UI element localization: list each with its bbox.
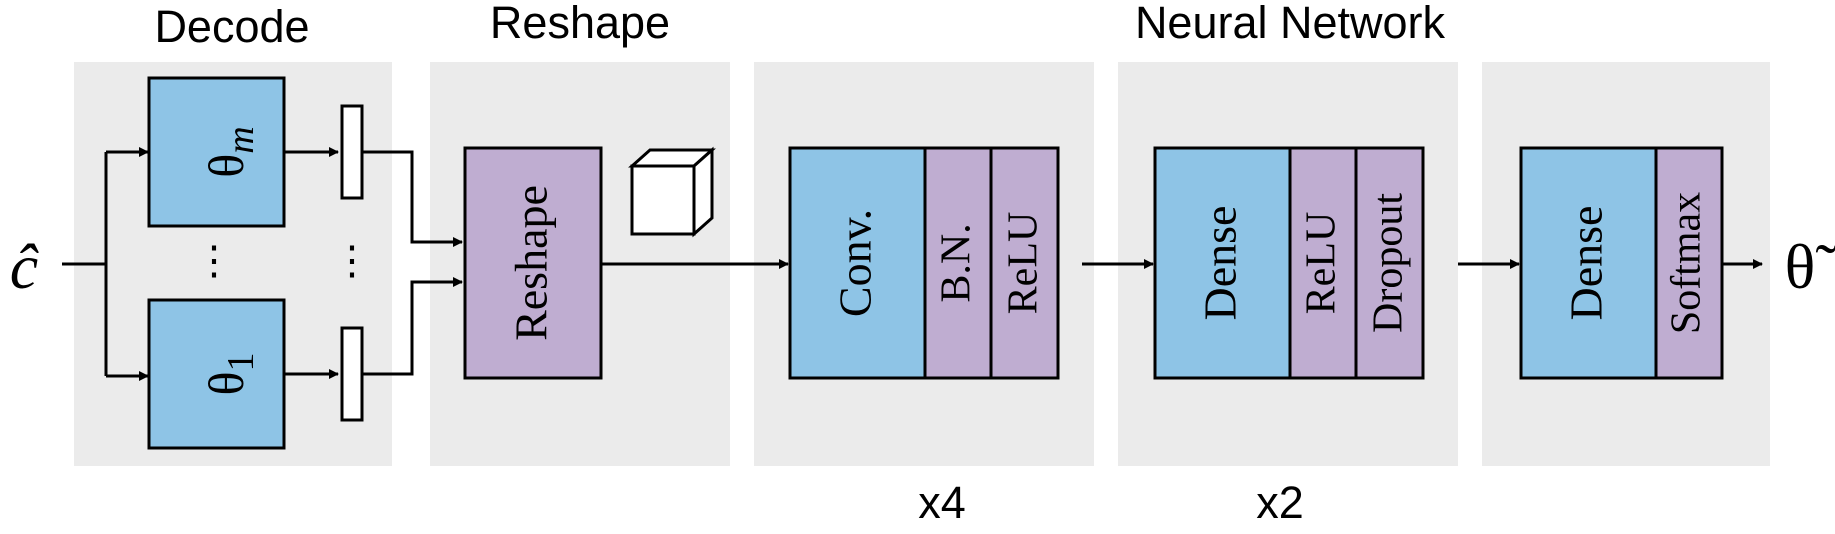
svg-text:θ1: θ1	[198, 353, 261, 396]
relu1-label: ReLU	[1001, 212, 1047, 315]
dropout-block	[1354, 146, 1425, 380]
input-label: ĉ	[10, 231, 39, 302]
dense1-label-group: Dense	[1195, 206, 1246, 321]
vector-bottom	[340, 326, 364, 422]
conv-label: Conv.	[830, 209, 881, 317]
dropout-label: Dropout	[1366, 193, 1412, 333]
neural-network-title: Neural Network	[1135, 0, 1446, 48]
bn-block	[923, 146, 993, 380]
theta-1-block	[147, 298, 286, 450]
dense-repeat-label: x2	[1256, 477, 1304, 528]
dense2-label-group: Dense	[1561, 206, 1612, 321]
theta-m-block	[147, 76, 286, 228]
svg-text:θm: θm	[198, 126, 261, 177]
theta-m-subscript: m	[220, 126, 262, 153]
bn-label: B.N.	[934, 223, 980, 302]
relu2-label: ReLU	[1299, 212, 1345, 315]
conv-label-group: Conv.	[830, 209, 881, 317]
dense2-block	[1519, 146, 1658, 380]
dropout-label-group: Dropout	[1366, 193, 1412, 333]
arrow-vector-bottom-to-reshape	[362, 277, 463, 376]
relu2-label-group: ReLU	[1299, 212, 1345, 315]
bn-label-group: B.N.	[934, 223, 980, 302]
cube-icon	[628, 146, 716, 238]
softmax-label: Softmax	[1664, 192, 1710, 334]
theta-m-label: θm	[198, 126, 261, 177]
relu1-label-group: ReLU	[1001, 212, 1047, 315]
theta-1-symbol: θ	[198, 372, 254, 396]
theta-1-subscript: 1	[220, 353, 262, 372]
decode-title: Decode	[154, 1, 309, 52]
dense1-block	[1153, 146, 1292, 380]
reshape-label-group: Reshape	[506, 185, 557, 341]
output-label: θ̃	[1785, 231, 1835, 302]
dense1-label: Dense	[1195, 206, 1246, 321]
arrow-vector-top-to-reshape	[362, 150, 463, 247]
reshape-title: Reshape	[490, 0, 670, 48]
reshape-label: Reshape	[506, 185, 557, 341]
ellipsis-right: ⋮	[332, 238, 372, 283]
theta-1-label: θ1	[198, 353, 261, 396]
relu1-block	[989, 146, 1060, 380]
conv-repeat-label: x4	[918, 477, 966, 528]
dense2-label: Dense	[1561, 206, 1612, 321]
vector-top	[340, 104, 364, 200]
softmax-label-group: Softmax	[1664, 192, 1710, 334]
theta-m-symbol: θ	[198, 154, 254, 178]
ellipsis-left: ⋮	[194, 238, 234, 283]
relu2-block	[1288, 146, 1358, 380]
